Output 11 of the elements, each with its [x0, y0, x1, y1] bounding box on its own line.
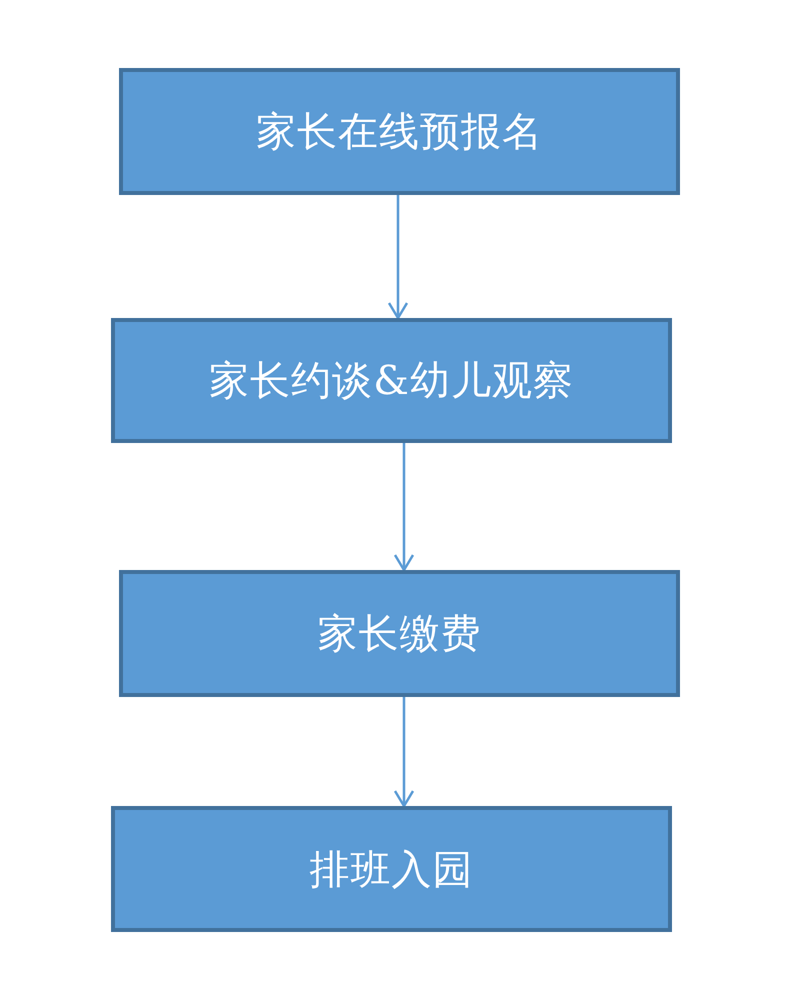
step-label: 家长约谈&幼儿观察: [209, 357, 574, 406]
arrow: [394, 697, 414, 808]
process-box: [111, 318, 672, 443]
arrow: [394, 443, 414, 572]
step-label: 家长缴费: [318, 610, 482, 659]
process-box: [119, 68, 680, 195]
step-label: 家长在线预报名: [256, 108, 543, 157]
step-label: 排班入园: [310, 846, 474, 894]
process-box: [111, 806, 672, 932]
arrow: [388, 195, 408, 320]
process-box: [119, 570, 680, 697]
